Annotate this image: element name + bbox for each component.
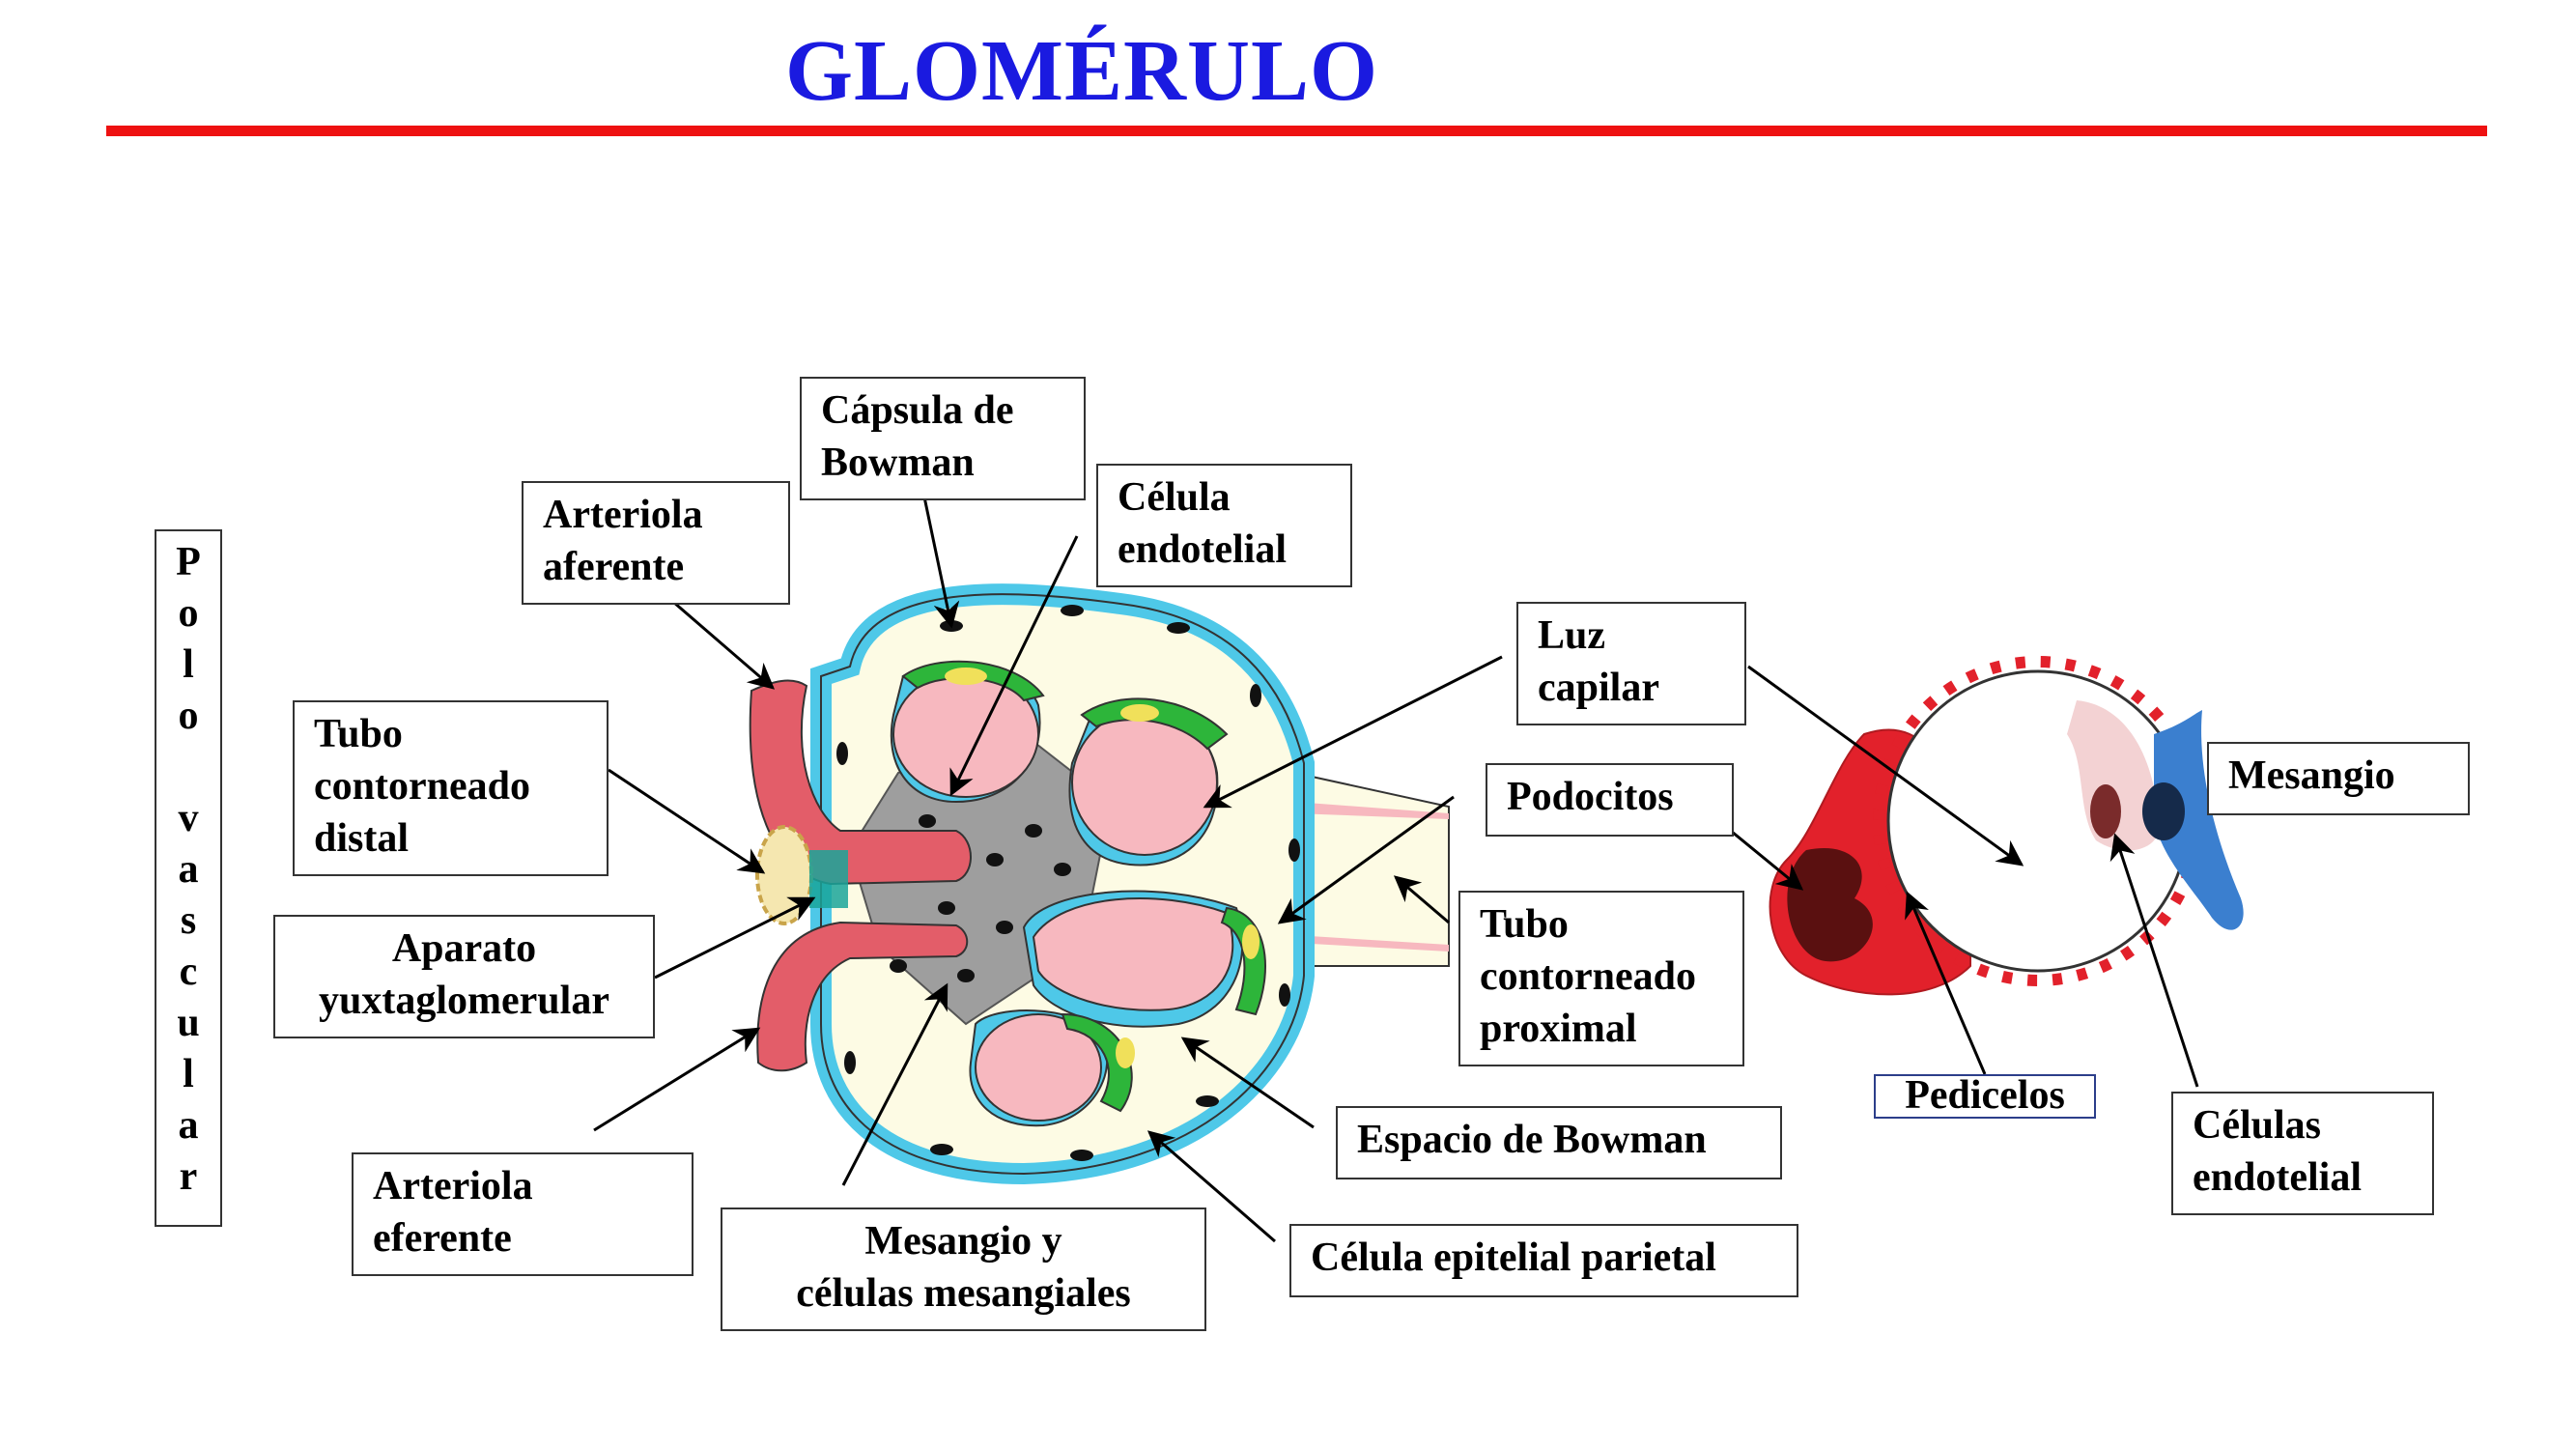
proximal-tubule <box>1293 771 1450 967</box>
detail-capillary-figure <box>1769 656 2244 996</box>
arrow-pedicelos <box>1905 891 1987 1075</box>
label-aparato-yuxtaglomerular: Aparato yuxtaglomerular <box>273 915 655 1038</box>
arrow-celula-epitelial <box>1146 1130 1276 1243</box>
polo-vascular-letter: o <box>178 591 199 636</box>
efferent-arteriole <box>756 921 969 1072</box>
polo-vascular-letter: v <box>178 796 199 840</box>
label-pedicelos: Pedicelos <box>1874 1074 2096 1119</box>
polo-vascular-letter: u <box>177 1001 200 1045</box>
arrow-luz-capilar <box>1203 655 1503 809</box>
label-tubo-distal: Tubo contorneado distal <box>293 700 609 876</box>
arrow-podocitos <box>1277 795 1455 924</box>
capillary-loops <box>890 660 1266 1127</box>
label-celula-endotelial: Célula endotelial <box>1096 464 1352 587</box>
polo-vascular-letter: s <box>180 898 197 943</box>
arrow-tubo-distal <box>608 768 766 874</box>
polo-vascular-letter: l <box>183 1052 194 1096</box>
arrow-tubo-proximal <box>1393 875 1450 924</box>
page-title: GLOMÉRULO <box>784 23 1379 119</box>
label-capsula-bowman: Cápsula de Bowman <box>800 377 1086 500</box>
arrow-mesangio-celulas <box>841 982 948 1186</box>
arrow-arteriola-aferente <box>665 594 776 690</box>
afferent-arteriole <box>749 679 972 886</box>
annotation-arrows <box>593 487 2199 1243</box>
label-celula-epitelial: Célula epitelial parietal <box>1289 1224 1798 1297</box>
label-tubo-proximal: Tubo contorneado proximal <box>1458 891 1744 1066</box>
polo-vascular-letter: o <box>178 694 199 738</box>
label-luz-capilar: Luz capilar <box>1516 602 1746 725</box>
arrow-espacio-bowman <box>1180 1037 1315 1129</box>
arrow-capsula <box>920 487 960 629</box>
title-rule <box>106 126 2487 136</box>
polo-vascular-letter: r <box>179 1154 198 1199</box>
arrow-celula-endotelial <box>949 535 1079 797</box>
polo-vascular-letter: l <box>183 642 194 687</box>
label-mesangio-celulas: Mesangio y células mesangiales <box>721 1208 1206 1331</box>
polo-vascular-letter: a <box>178 1103 199 1148</box>
arrow-arteriola-eferente <box>593 1027 761 1132</box>
label-podocitos: Podocitos <box>1486 763 1734 837</box>
label-celulas-endotelial: Células endotelial <box>2171 1092 2434 1215</box>
polo-vascular-letter: P <box>176 540 201 584</box>
polo-vascular-letter: c <box>179 950 198 994</box>
arrow-celulas-endotelial <box>2109 833 2199 1088</box>
arrow-aparato <box>654 896 816 980</box>
label-espacio-bowman: Espacio de Bowman <box>1336 1106 1782 1179</box>
label-arteriola-eferente: Arteriola eferente <box>352 1152 694 1276</box>
polo-vascular-letter: a <box>178 847 199 892</box>
label-arteriola-aferente: Arteriola aferente <box>522 481 790 605</box>
arrow-luz-capilar-detail <box>1747 665 2024 867</box>
label-mesangio: Mesangio <box>2207 742 2470 815</box>
